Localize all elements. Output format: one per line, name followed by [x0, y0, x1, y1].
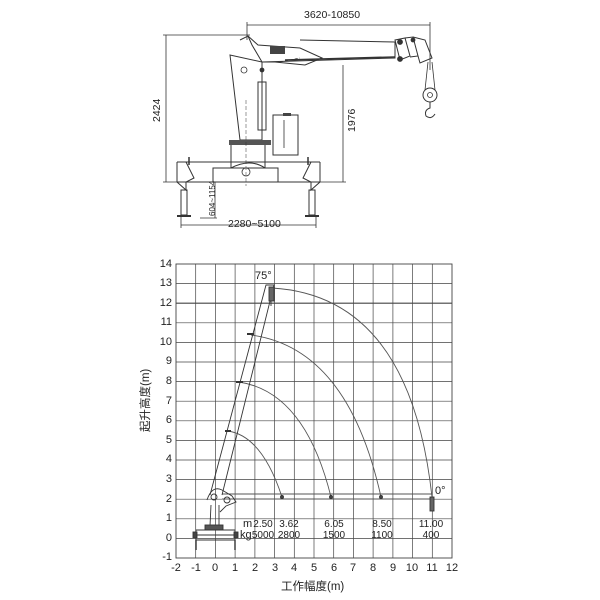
y-axis-title: 起升高度(m)	[140, 368, 152, 432]
working-range-arcs	[222, 287, 433, 500]
y-tick: 6	[165, 414, 172, 426]
crane-side-view	[163, 22, 438, 228]
load-point-3: 6.05 1500	[317, 519, 351, 541]
load-point-5: 11.00 400	[414, 519, 448, 541]
y-tick: 2	[165, 493, 172, 505]
y-tick: -1	[162, 551, 172, 563]
hook	[425, 102, 436, 119]
load-value: 400	[422, 530, 440, 541]
arc-section-4	[271, 287, 433, 498]
y-tick: 11	[160, 316, 172, 328]
x-tick: 3	[271, 562, 279, 574]
x-tick: 9	[389, 562, 397, 574]
x-tick: 0	[211, 562, 219, 574]
arc-section-2	[238, 381, 332, 498]
load-value: 1500	[322, 530, 346, 541]
x-tick: 5	[310, 562, 318, 574]
x-tick: 6	[330, 562, 338, 574]
x-tick: 10	[405, 562, 419, 574]
y-tick: 3	[165, 473, 172, 485]
arc-section-3	[250, 334, 382, 498]
x-tick: 1	[231, 562, 239, 574]
y-tick: 9	[165, 355, 172, 367]
radius-value: 2.50	[253, 519, 273, 530]
load-value: 1100	[371, 530, 393, 541]
x-axis-title: 工作幅度(m)	[281, 581, 345, 593]
y-tick: 14	[159, 258, 172, 270]
y-tick: 12	[159, 297, 172, 309]
y-tick: 13	[159, 277, 172, 289]
x-tick: 12	[445, 562, 459, 574]
radius-value: 3.62	[279, 519, 299, 530]
chart-grid	[175, 263, 453, 559]
load-point-4: 8.50 1100	[365, 519, 399, 541]
y-tick: 8	[165, 375, 172, 387]
boom-75deg	[209, 284, 275, 496]
y-tick: 10	[159, 336, 172, 348]
y-tick: 5	[165, 434, 172, 446]
load-value: 2800	[277, 530, 301, 541]
x-tick: -1	[191, 562, 201, 574]
outrigger-span-label: 2280~5100	[228, 218, 281, 230]
crane-base-chart	[192, 488, 435, 550]
x-tick: 4	[290, 562, 298, 574]
x-tick: 8	[369, 562, 377, 574]
y-tick: 1	[165, 512, 172, 524]
radius-value: 6.05	[324, 519, 344, 530]
base-frame	[212, 162, 279, 183]
x-tick: 2	[251, 562, 259, 574]
unit-kg-label: kg	[240, 529, 252, 541]
max-angle-label: 75°	[255, 270, 272, 282]
load-point-1: 2.50 5000	[246, 519, 280, 541]
load-point-2: 3.62 2800	[272, 519, 306, 541]
radius-value: 8.50	[372, 519, 392, 530]
x-tick: 11	[426, 562, 438, 574]
boom-reach-label: 3620-10850	[304, 9, 361, 21]
y-tick: 4	[165, 453, 172, 465]
y-tick: 7	[165, 395, 172, 407]
min-angle-label: 0°	[435, 485, 446, 497]
y-tick: 0	[165, 532, 172, 544]
unit-m-label: m	[243, 518, 253, 530]
radius-value: 11.00	[418, 519, 444, 530]
crane-boom	[261, 39, 396, 63]
load-value: 5000	[251, 530, 275, 541]
x-tick: -2	[171, 562, 181, 574]
x-tick: 7	[349, 562, 357, 574]
arc-section-1	[227, 430, 283, 498]
